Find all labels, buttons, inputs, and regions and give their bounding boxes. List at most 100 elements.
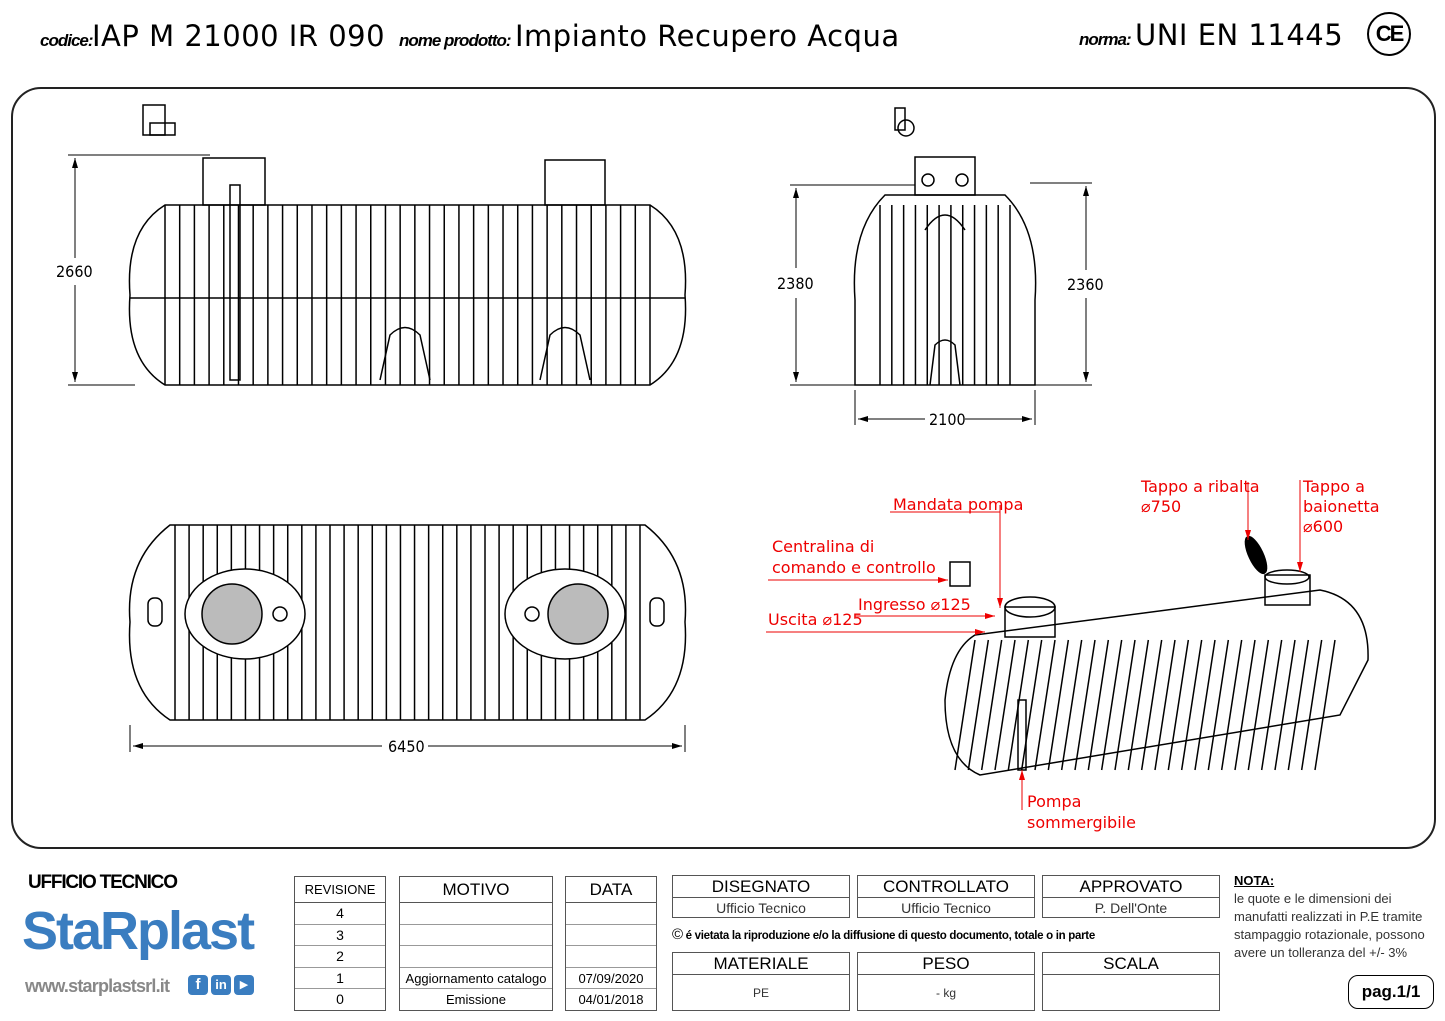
signoff-label: APPROVATO (1043, 876, 1219, 898)
product-label: nome prodotto: (399, 31, 512, 50)
revision-cell: 1 (295, 968, 385, 989)
tank-rib (980, 639, 1003, 771)
callout-uscita: Uscita ⌀125 (768, 610, 863, 629)
spec-box-scala: SCALA (1042, 952, 1220, 1011)
dim-length: 6450 (388, 737, 425, 756)
linkedin-icon[interactable]: in (211, 975, 231, 995)
revision-column-data: DATA 07/09/2020 04/01/2018 (565, 876, 657, 1011)
note-text: le quote e le dimensioni dei manufatti r… (1234, 891, 1425, 960)
revision-cell (400, 903, 552, 925)
office-title: UFFICIO TECNICO (28, 872, 178, 893)
callout-mandata-pompa: Mandata pompa (893, 495, 1023, 514)
tank-rib (1314, 639, 1336, 771)
revision-cell: 2 (295, 946, 385, 968)
callout-tappo-ribalta-line2: ⌀750 (1141, 497, 1181, 516)
tank-rib (1260, 639, 1283, 771)
revision-cell: 07/09/2020 (566, 968, 656, 989)
technical-drawing: 2660 2380 2360 2100 (56, 104, 1380, 832)
tank-rib (1167, 639, 1190, 771)
spec-label: PESO (858, 953, 1034, 975)
signoff-box-disegnato: DISEGNATO Ufficio Tecnico (672, 875, 850, 918)
tank-rib (1194, 639, 1216, 771)
column-header: REVISIONE (295, 877, 385, 903)
copyright-notice: © é vietata la riproduzione e/o la diffu… (672, 926, 1095, 943)
drawing-frame (11, 87, 1436, 849)
revision-cell: 4 (295, 903, 385, 925)
spec-label: SCALA (1043, 953, 1219, 975)
code-label: codice: (40, 31, 94, 50)
revision-cell (566, 946, 656, 968)
front-view-tank (128, 104, 687, 386)
page-number: pag.1/1 (1348, 975, 1434, 1009)
tank-rib (1234, 639, 1256, 771)
code-value: IAP M 21000 IR 090 (92, 19, 386, 53)
dim-side-height-right: 2360 (1067, 275, 1104, 294)
spec-value: - kg (935, 985, 956, 1000)
signoff-label: DISEGNATO (673, 876, 849, 898)
spec-label: MATERIALE (673, 953, 849, 975)
spec-value: PE (752, 985, 769, 1000)
side-view-tank (853, 107, 1037, 386)
signoff-box-controllato: CONTROLLATO Ufficio Tecnico (857, 875, 1035, 918)
column-header: DATA (566, 877, 656, 903)
social-icons: f in ▶ (188, 975, 254, 995)
spec-value (1043, 975, 1219, 1010)
revision-cell: 04/01/2018 (578, 992, 644, 1007)
tank-rib (1114, 639, 1136, 771)
ce-mark: CE (1367, 12, 1411, 56)
tank-rib (1127, 639, 1150, 771)
tank-rib (994, 639, 1016, 771)
column-header: MOTIVO (400, 877, 552, 903)
revision-cell (400, 946, 552, 968)
tank-rib (1020, 639, 1043, 771)
tank-rib (954, 639, 976, 771)
tank-rib (1154, 639, 1176, 771)
callout-tappo-baionetta-line2: baionetta (1303, 497, 1380, 516)
spec-box-peso: PESO - kg (857, 952, 1035, 1011)
revision-cell (566, 903, 656, 925)
tank-rib (1207, 639, 1230, 771)
revision-cell: 0 (336, 991, 344, 1007)
isometric-view-tank (944, 535, 1369, 776)
norm-label: norma: (1079, 30, 1132, 49)
signoff-box-approvato: APPROVATO P. Dell'Onte (1042, 875, 1220, 918)
tank-rib (1287, 639, 1310, 771)
length-dimension (129, 725, 686, 752)
callout-centralina-line1: Centralina di (772, 537, 874, 556)
tank-rib (1087, 639, 1110, 771)
signoff-value: Ufficio Tecnico (901, 899, 991, 916)
signoff-value: Ufficio Tecnico (716, 899, 806, 916)
dim-side-width: 2100 (929, 410, 966, 429)
revision-cell (566, 925, 656, 946)
tank-rib (1034, 639, 1056, 771)
tank-rib (1074, 639, 1096, 771)
signoff-value: P. Dell'Onte (1094, 899, 1168, 916)
top-view-tank (128, 524, 687, 721)
product-value: Impianto Recupero Acqua (515, 19, 900, 53)
signoff-label: CONTROLLATO (858, 876, 1034, 898)
copyright-icon: © (672, 926, 683, 943)
brand-logo: StaRplast (22, 901, 255, 961)
callout-ingresso: Ingresso ⌀125 (858, 595, 971, 614)
facebook-icon[interactable]: f (188, 975, 208, 995)
tank-rib (1047, 639, 1070, 771)
callout-pompa-line2: sommergibile (1027, 813, 1136, 832)
callout-leaders (766, 480, 1303, 810)
tank-rib (967, 639, 990, 771)
callout-tappo-ribalta-line1: Tappo a ribalta (1140, 477, 1260, 496)
tank-rib (1180, 639, 1203, 771)
spec-box-materiale: MATERIALE PE (672, 952, 850, 1011)
website-link[interactable]: www.starplastsrl.it (25, 976, 170, 996)
tank-rib (1100, 639, 1123, 771)
tank-rib (1060, 639, 1083, 771)
dim-side-height-left: 2380 (777, 274, 814, 293)
youtube-icon[interactable]: ▶ (234, 975, 254, 995)
side-dimensions (790, 182, 1092, 425)
callout-tappo-baionetta-line1: Tappo a (1302, 477, 1365, 496)
callout-tappo-baionetta-line3: ⌀600 (1303, 517, 1343, 536)
revision-cell (400, 925, 552, 946)
front-height-dimension (68, 154, 210, 386)
tank-rib (1300, 639, 1323, 771)
